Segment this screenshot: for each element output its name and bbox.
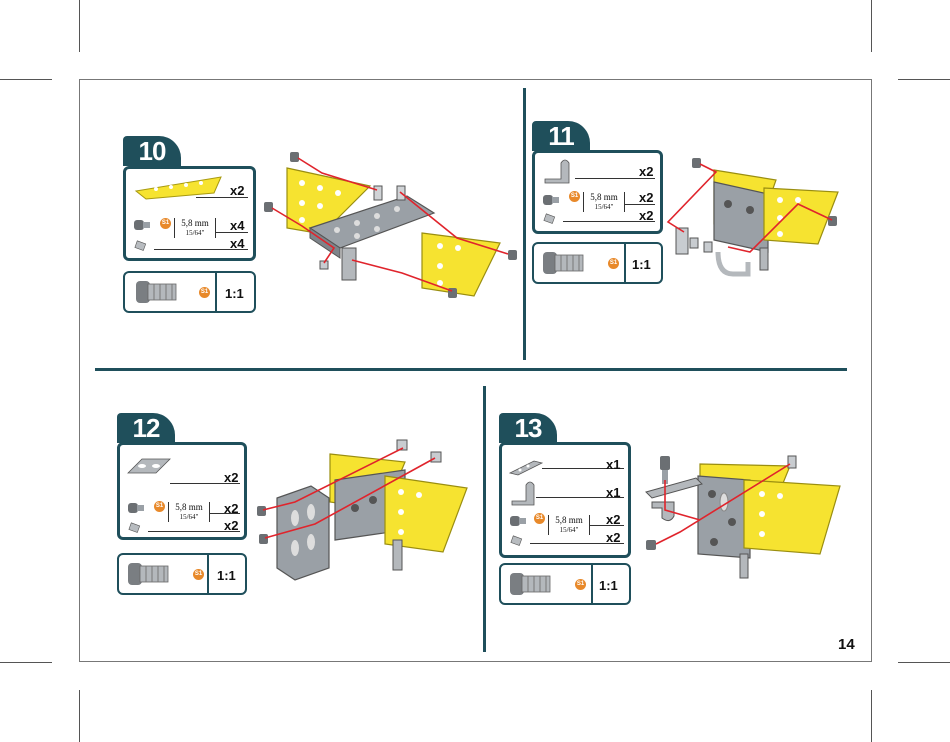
- nut-part-icon: [135, 241, 146, 251]
- part-quantity: x1: [606, 485, 620, 500]
- assembly-diagram-10: [262, 148, 522, 306]
- divider-vertical-top: [523, 88, 526, 360]
- crop-mark: [871, 0, 872, 52]
- crop-mark: [898, 79, 950, 80]
- crop-mark: [79, 690, 80, 742]
- step-number: 10: [123, 136, 181, 166]
- screw-part-icon: [128, 503, 138, 513]
- screw-1-to-1-icon: [125, 273, 205, 311]
- scale-ratio: 1:1: [217, 568, 236, 583]
- assembly-diagram-11: [668, 152, 848, 280]
- part-quantity: x2: [224, 518, 238, 533]
- s1-badge: S1: [608, 258, 619, 269]
- screw-1-to-1-icon: [119, 555, 199, 593]
- divider-horizontal: [95, 368, 847, 371]
- part-quantity: x2: [639, 190, 653, 205]
- divider-vertical-bottom: [483, 386, 486, 652]
- strip-part-icon: [510, 461, 542, 475]
- assembly-diagram-13: [640, 450, 850, 580]
- slotted-plate-part-icon: [128, 459, 170, 473]
- bracket-part-icon: [512, 482, 534, 505]
- step-number: 11: [532, 121, 590, 151]
- part-quantity: x4: [230, 218, 244, 233]
- crop-mark: [0, 662, 52, 663]
- screw-part-icon: [134, 220, 144, 230]
- part-quantity: x2: [606, 512, 620, 527]
- s1-badge: S1: [193, 569, 204, 580]
- step-number: 12: [117, 413, 175, 443]
- screw-1-to-1-icon: [501, 565, 581, 603]
- page-number: 14: [838, 636, 855, 653]
- assembly-diagram-12: [255, 440, 475, 575]
- part-quantity: x2: [224, 470, 238, 485]
- crop-mark: [0, 79, 52, 80]
- scale-box: S1 1:1: [117, 553, 247, 595]
- part-quantity: x2: [606, 530, 620, 545]
- crop-mark: [79, 0, 80, 52]
- scale-box: S1 1:1: [532, 242, 663, 284]
- part-quantity: x1: [606, 457, 620, 472]
- scale-ratio: 1:1: [599, 578, 618, 593]
- step-number: 13: [499, 413, 557, 443]
- scale-ratio: 1:1: [225, 286, 244, 301]
- nut-part-icon: [544, 214, 555, 224]
- bracket-part-icon: [545, 160, 569, 183]
- screw-part-icon: [510, 516, 520, 526]
- s1-badge: S1: [575, 579, 586, 590]
- part-quantity: x2: [639, 208, 653, 223]
- plate-part-icon: [136, 177, 221, 199]
- s1-badge: S1: [534, 513, 545, 524]
- screw-part-icon: [543, 195, 553, 205]
- s1-badge: S1: [569, 191, 580, 202]
- s1-badge: S1: [154, 501, 165, 512]
- part-quantity: x2: [639, 164, 653, 179]
- part-quantity: x2: [230, 183, 244, 198]
- s1-badge: S1: [160, 218, 171, 229]
- scale-box: S1 1:1: [499, 563, 631, 605]
- nut-part-icon: [129, 523, 140, 533]
- scale-ratio: 1:1: [632, 257, 651, 272]
- screw-1-to-1-icon: [534, 244, 614, 282]
- scale-box: S1 1:1: [123, 271, 256, 313]
- crop-mark: [871, 690, 872, 742]
- part-quantity: x2: [224, 501, 238, 516]
- s1-badge: S1: [199, 287, 210, 298]
- crop-mark: [898, 662, 950, 663]
- part-quantity: x4: [230, 236, 244, 251]
- nut-part-icon: [511, 536, 522, 546]
